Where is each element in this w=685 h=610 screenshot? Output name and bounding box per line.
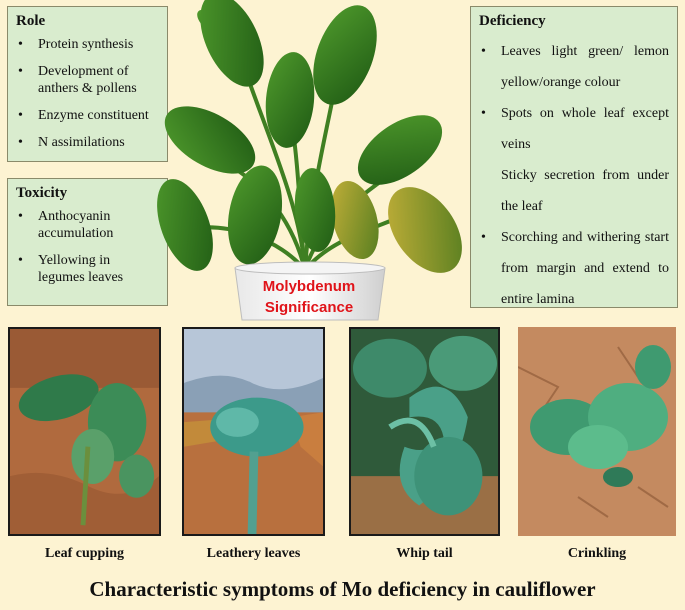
figure-title: Characteristic symptoms of Mo deficiency… [89,577,596,601]
toxicity-item: Yellowing in legumes leaves [16,252,159,286]
role-item: N assimilations [16,134,159,151]
role-item: Enzyme constituent [16,107,159,124]
photo-leaf-cupping [8,327,161,536]
role-box: Role Protein synthesis Development of an… [7,6,168,162]
deficiency-list: Leaves light green/ lemon yellow/orange … [479,36,669,315]
center-label: Molybdenum Significance [236,276,382,318]
toxicity-item: Anthocyanin accumulation [16,208,159,242]
center-label-line2: Significance [264,299,354,316]
center-label-line1: Molybdenum [262,278,356,295]
deficiency-item: Spots on whole leaf except veins [479,98,669,160]
photo-crinkling [518,327,676,536]
photo-leathery-leaves [182,327,325,536]
deficiency-item: Sticky secretion from under the leaf [501,168,669,214]
plant-illustration [157,0,462,321]
deficiency-box: Deficiency Leaves light green/ lemon yel… [470,6,678,308]
role-item: Development of anthers & pollens [16,63,159,97]
plant-leaves [157,0,462,273]
role-list: Protein synthesis Development of anthers… [16,36,159,151]
role-item: Protein synthesis [16,36,159,53]
toxicity-heading: Toxicity [16,185,68,201]
caption-leathery-leaves: Leathery leaves [206,546,301,561]
caption-leaf-cupping: Leaf cupping [45,546,124,561]
role-heading: Role [16,13,46,29]
deficiency-item: Scorching and withering start from margi… [479,222,669,315]
caption-crinkling: Crinkling [567,546,627,561]
toxicity-list: Anthocyanin accumulation Yellowing in le… [16,208,159,286]
toxicity-box: Toxicity Anthocyanin accumulation Yellow… [7,178,168,306]
photo-whip-tail [349,327,500,536]
caption-whip-tail: Whip tail [396,546,453,561]
deficiency-item: Leaves light green/ lemon yellow/orange … [479,36,669,98]
deficiency-heading: Deficiency [479,13,546,29]
